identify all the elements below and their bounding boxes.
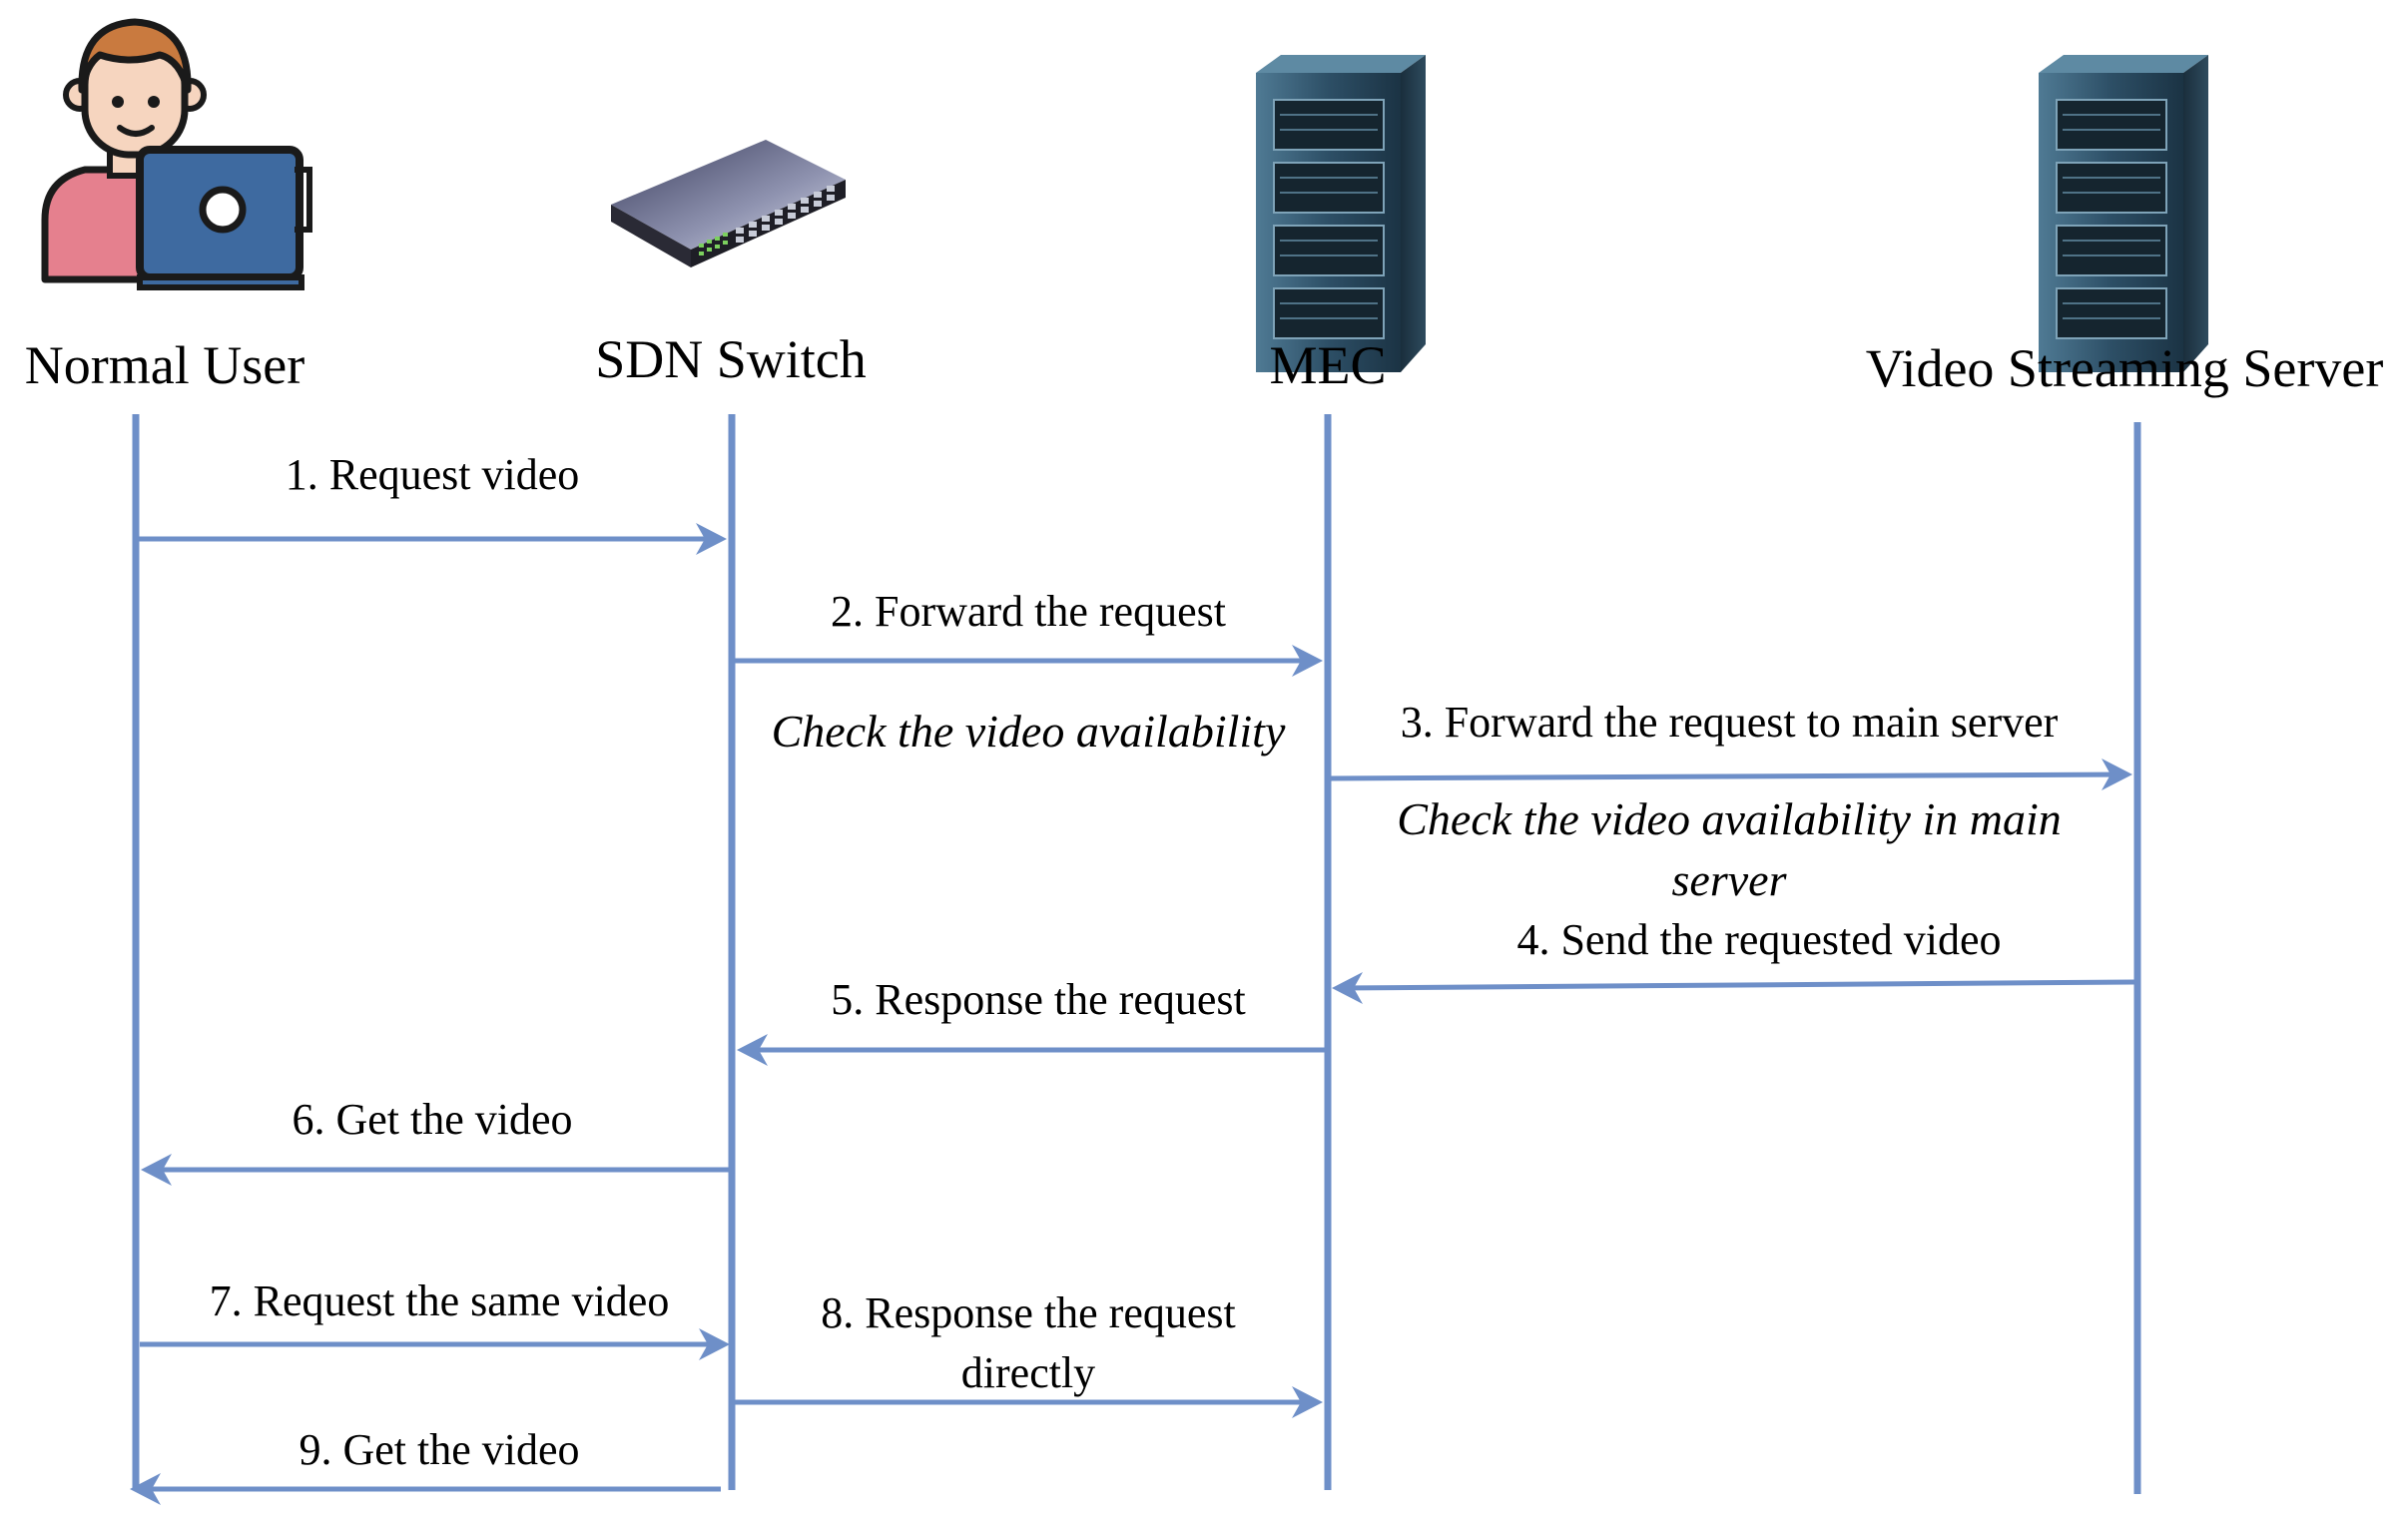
note-check-main-server-line1: Check the video availability in main — [1397, 793, 2062, 844]
arrowhead-right — [699, 1328, 730, 1360]
note-check-main-server-line2: server — [1672, 854, 1788, 905]
person-laptop-icon — [41, 18, 312, 290]
actor-label-mec: MEC — [1269, 335, 1386, 395]
note-check-availability: Check the video availability — [772, 706, 1286, 757]
message-label-1: 1. Request video — [286, 450, 580, 499]
server-rack-icon — [1256, 55, 1426, 372]
message-label-7: 7. Request the same video — [210, 1276, 670, 1325]
message-label-6: 6. Get the video — [292, 1095, 572, 1144]
message-label-9: 9. Get the video — [299, 1425, 579, 1474]
message-label-8-line1: 8. Response the request — [821, 1288, 1235, 1337]
arrowhead-right — [696, 523, 727, 555]
message-label-8-line2: directly — [961, 1348, 1095, 1397]
server-rack-icon — [2039, 55, 2208, 372]
message-label-3: 3. Forward the request to main server — [1401, 698, 2059, 747]
arrowhead-left — [737, 1034, 768, 1066]
network-switch-icon — [611, 140, 846, 267]
arrowhead-right — [1292, 645, 1323, 677]
message-label-4: 4. Send the requested video — [1516, 915, 2001, 964]
message-label-2: 2. Forward the request — [831, 587, 1226, 636]
actor-label-video-streaming-server: Video Streaming Server — [1866, 338, 2384, 398]
message-label-5: 5. Response the request — [831, 975, 1245, 1024]
actor-label-sdn-switch: SDN Switch — [595, 329, 867, 389]
arrowhead-left — [130, 1473, 161, 1505]
arrowhead-right — [2102, 759, 2132, 790]
message-arrow-3 — [1328, 771, 2127, 781]
arrowhead-right — [1292, 1386, 1323, 1418]
arrowhead-left — [1332, 972, 1363, 1004]
message-arrow-4 — [1337, 979, 2135, 991]
actor-label-normal-user: Normal User — [25, 335, 304, 395]
arrowhead-left — [141, 1154, 172, 1186]
